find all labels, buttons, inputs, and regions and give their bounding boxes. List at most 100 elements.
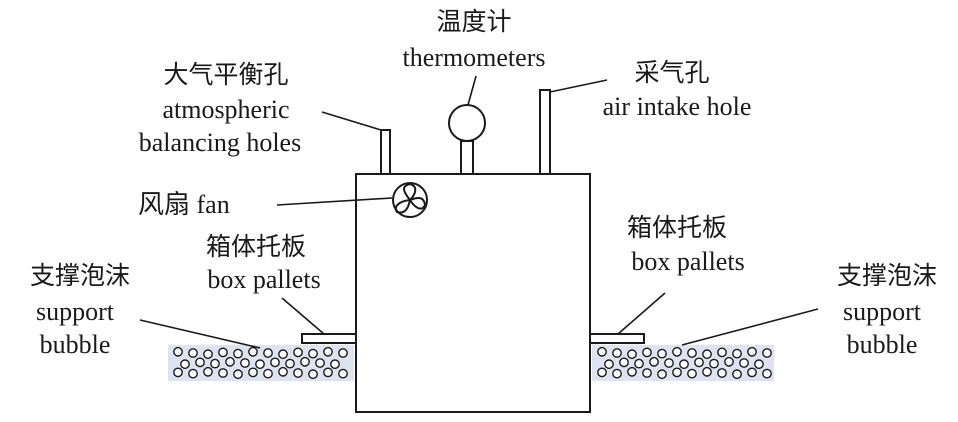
foam-bubble [203,366,213,377]
foam-bubble [300,356,310,367]
air-intake-tube [539,89,551,175]
leader-fan [276,197,393,206]
foam-bubble [173,367,183,378]
foam-bubble [180,359,190,370]
foam-bubble [233,348,243,359]
foam-bubble [724,356,734,367]
foam-bubble [747,367,757,378]
pallet-right-label-en: box pallets [631,247,744,276]
pallet-right-label-cn: 箱体托板 [627,213,727,242]
foam-bubbles-left [173,346,348,380]
leader-foam-right [681,308,819,346]
foam-bubbles-right [597,346,772,380]
foam-bubble [188,348,198,358]
foam-bubble [634,358,644,369]
foam-bubble [672,367,682,378]
foam-bubble [687,368,697,379]
foam-right-label-cn: 支撑泡沫 [837,261,937,290]
box-pallet-left [301,333,357,344]
foam-bubble [657,369,667,380]
foam-bubble [263,368,273,379]
box-pallet-right [589,333,645,344]
foam-bubble [240,358,250,368]
foam-bubble [218,347,228,358]
foam-bubble [255,359,265,370]
foam-left-label-cn: 支撑泡沫 [30,261,130,290]
foam-bubble [649,356,659,367]
foam-bubble [293,347,303,358]
foam-bubble [604,359,614,370]
foam-bubble [687,348,697,358]
foam-bubble [627,366,637,377]
foam-bubble [657,348,667,359]
pallet-left-label-cn: 箱体托板 [206,232,306,261]
foam-bubble [717,347,727,358]
foam-bubble [732,369,742,380]
foam-bubble [203,349,213,360]
foam-bubble [338,348,348,358]
foam-bubble [597,367,607,378]
foam-bubble [248,367,258,378]
foam-bubble [225,356,235,367]
foam-bubble [218,368,228,378]
foam-bubble [293,368,303,378]
foam-bubble [248,346,258,357]
foam-bubble [709,358,719,369]
fan-icon [392,182,428,218]
leader-pallet-left [281,297,325,335]
foam-bubble [278,349,288,360]
foam-bubble [762,348,772,358]
pallet-left-label-en: box pallets [207,265,320,294]
foam-bubble [642,368,652,378]
foam-bubble [315,358,325,368]
foam-bubble [323,367,333,378]
foam-bubble [195,357,205,368]
foam-bubble [612,348,622,358]
foam-bubble [338,368,348,379]
foam-bubble [330,359,340,370]
foam-bubble [308,369,318,380]
thermometer-stem [460,140,474,175]
fan-label: 风扇 fan [138,190,230,219]
foam-bubble [747,346,757,357]
intake-label-cn: 采气孔 [634,58,709,87]
thermometer-dial [448,104,486,142]
thermometer-label-en: thermometers [403,43,546,72]
leader-intake [549,79,608,93]
foam-bubble [679,359,689,370]
leader-thermometer [467,75,477,106]
foam-bubble [597,346,607,357]
foam-bubble [263,348,273,358]
foam-bubble [188,368,198,379]
box-body [355,173,591,413]
foam-bubble [664,358,674,368]
foam-bubble [754,359,764,370]
intake-label-en: air intake hole [603,92,752,121]
foam-bubble [233,369,243,380]
leader-balancing [321,111,382,131]
balancing-label-en-2: balancing holes [139,128,301,157]
foam-left-label-en-2: bubble [40,330,111,359]
foam-bubble [278,366,288,377]
foam-left-label-en-1: support [36,297,115,326]
foam-bubble [308,348,318,359]
foam-bubble [694,357,704,368]
foam-bubble [173,346,183,357]
foam-right-label-en-1: support [843,297,922,326]
foam-bubble [619,357,629,368]
balancing-hole-tube [380,129,391,175]
balancing-label-en-1: atmospheric [162,95,289,124]
foam-bubble [672,346,682,357]
foam-bubble [702,349,712,360]
balancing-label-cn: 大气平衡孔 [163,60,288,89]
leader-foam-left [139,319,261,349]
foam-bubble [762,368,772,379]
foam-right-label-en-2: bubble [847,330,918,359]
foam-bubble [323,346,333,357]
foam-bubble [739,358,749,368]
foam-bubble [717,368,727,378]
foam-bubble [642,347,652,358]
foam-bubble [627,349,637,360]
foam-bubble [732,348,742,359]
